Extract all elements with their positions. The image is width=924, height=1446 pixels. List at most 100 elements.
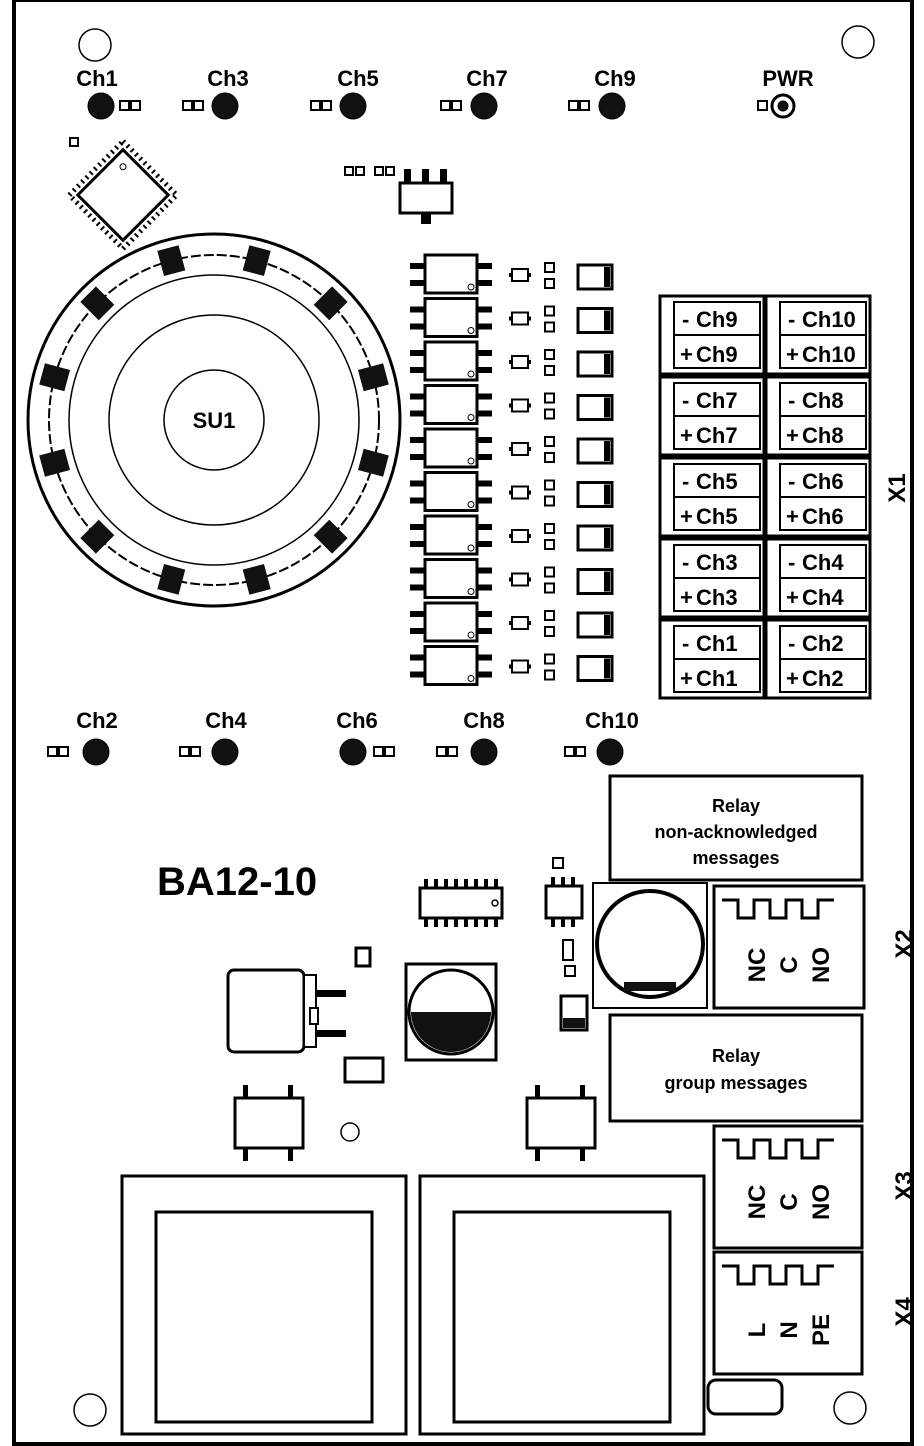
sounder-pad	[242, 563, 271, 595]
capacitor-band	[604, 571, 610, 592]
board-name: BA12-10	[157, 860, 317, 904]
led-ch6	[339, 738, 367, 766]
pin	[477, 437, 492, 443]
resistor-pad	[544, 495, 555, 507]
pin	[410, 584, 425, 591]
relay-group-box	[608, 1013, 864, 1123]
mounting-hole-small	[340, 1122, 360, 1142]
pin	[410, 350, 425, 356]
x1-channel-plus: Ch4	[802, 585, 844, 610]
x3-terminal: NC	[744, 1185, 771, 1220]
input-circuit-array	[410, 253, 614, 686]
x1-plus-sign: +	[680, 342, 693, 367]
resistor-pad	[544, 365, 555, 376]
led-label-top: Ch9	[594, 66, 636, 91]
x2-terminal: NC	[744, 948, 771, 983]
pin	[509, 621, 512, 625]
pin1-mark	[467, 414, 475, 421]
led-label-bottom: Ch2	[76, 708, 118, 733]
pin	[509, 664, 512, 669]
resistor-pad	[544, 278, 555, 289]
resistor-pad	[544, 436, 555, 447]
optocoupler	[423, 427, 479, 469]
pin1-mark	[467, 457, 475, 465]
x1-channel-plus: Ch8	[802, 423, 844, 448]
resistor-pad	[544, 523, 555, 534]
pin	[528, 534, 531, 538]
lower-components	[120, 857, 708, 1436]
optocoupler	[423, 384, 479, 425]
x3-terminal: NO	[808, 1184, 835, 1220]
relay-nonack-line2: non-acknowledged	[654, 822, 817, 842]
pin	[528, 360, 531, 364]
pin	[410, 323, 425, 330]
led-ch3	[211, 92, 239, 120]
pin	[509, 360, 512, 364]
diode	[511, 398, 529, 413]
pin	[410, 280, 425, 286]
capacitor-band	[604, 310, 610, 331]
led-label-top: Ch3	[207, 66, 249, 91]
pin1-mark	[467, 370, 475, 378]
led-label-bottom: Ch6	[336, 708, 378, 733]
x1-minus-sign: -	[682, 469, 689, 494]
resistor-pad	[544, 610, 555, 621]
diode	[511, 442, 529, 456]
sounder-pad	[357, 448, 389, 477]
led-row-top	[87, 92, 796, 120]
pin	[528, 316, 531, 321]
sounder-su1	[26, 232, 402, 608]
pin	[509, 577, 512, 582]
relay-nonack-box	[608, 774, 864, 882]
terminal-block-x1: -Ch9+Ch9-Ch10+Ch10-Ch7+Ch7-Ch8+Ch8-Ch5+C…	[658, 294, 872, 700]
capacitor-band	[604, 528, 610, 548]
power-led-label: PWR	[762, 66, 813, 91]
optocoupler	[423, 514, 479, 556]
x1-channel-minus: Ch4	[802, 550, 844, 575]
resistor-pad	[544, 305, 555, 317]
pin	[477, 393, 492, 400]
relay-group-line2: group messages	[664, 1073, 807, 1093]
led-label-bottom: Ch8	[463, 708, 505, 733]
x1-plus-sign: +	[680, 504, 693, 529]
diode	[511, 268, 529, 282]
x4-terminal: PE	[808, 1314, 835, 1346]
connector-label-x1: X1	[884, 473, 911, 502]
pin	[410, 367, 425, 373]
sounder-pad	[157, 563, 186, 595]
pin1-mark	[467, 501, 475, 508]
sounder-pad	[357, 363, 389, 392]
pin1-mark	[467, 631, 475, 639]
x1-plus-sign: +	[786, 423, 799, 448]
pin	[477, 541, 492, 547]
mounting-hole	[78, 28, 112, 62]
pin	[410, 480, 425, 487]
x1-channel-plus: Ch2	[802, 666, 844, 691]
diode	[511, 616, 529, 630]
sounder-pad	[157, 245, 186, 277]
x4-terminal: N	[776, 1321, 803, 1338]
pin	[509, 316, 512, 321]
pin	[410, 671, 425, 678]
connector-label-x3: X3	[891, 1171, 918, 1200]
x1-minus-sign: -	[788, 550, 795, 575]
x1-plus-sign: +	[786, 666, 799, 691]
led-ch5	[339, 92, 367, 120]
diode	[511, 572, 529, 587]
pin	[509, 447, 512, 451]
resistor-pad	[544, 479, 555, 491]
x1-channel-plus: Ch1	[696, 666, 738, 691]
x3-terminal: C	[776, 1193, 803, 1210]
x1-minus-sign: -	[682, 550, 689, 575]
pin1-mark	[467, 675, 475, 682]
pin	[477, 480, 492, 487]
x1-plus-sign: +	[786, 504, 799, 529]
pin	[410, 410, 425, 417]
pin	[477, 567, 492, 574]
terminal-block-x4	[712, 1250, 864, 1376]
x1-channel-plus: Ch5	[696, 504, 738, 529]
x1-channel-plus: Ch10	[802, 342, 856, 367]
optocoupler	[423, 253, 479, 295]
pin	[509, 490, 512, 495]
